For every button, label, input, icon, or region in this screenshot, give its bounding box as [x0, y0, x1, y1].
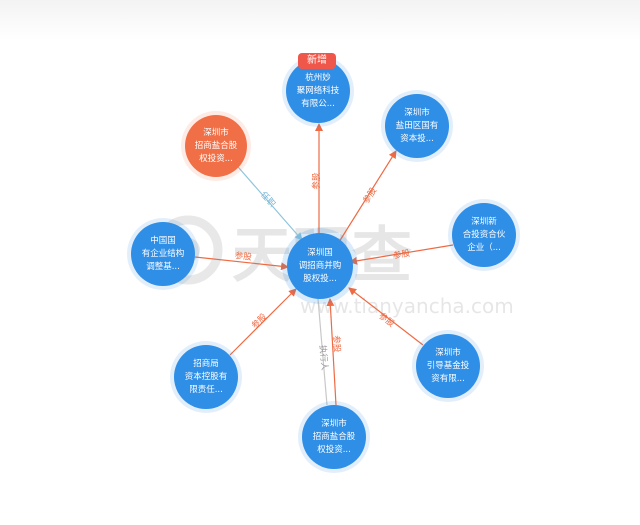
node-xinhehe-label: 深圳新 合投资合伙 企业（...	[462, 216, 506, 253]
node-zhaoshang-top[interactable]: 深圳市 招商盐合股 权投资...	[185, 115, 247, 177]
node-guoqi[interactable]: 中国国 有企业结构 调整基...	[131, 222, 195, 286]
node-xinhehe[interactable]: 深圳新 合投资合伙 企业（...	[452, 203, 516, 267]
node-yindao-label: 深圳市 引导基金投 资有限...	[426, 347, 470, 384]
edge-label-hangzhou: 参股	[311, 172, 322, 190]
node-center[interactable]: 深圳国 调招商并购 股权投...	[287, 233, 353, 299]
edge-xinhehe	[349, 244, 454, 265]
watermark-url: www.tianyancha.com	[300, 294, 514, 318]
edge-label-xinhehe: 参股	[392, 248, 411, 262]
edge-yindao	[348, 287, 424, 346]
node-zhaoshang-bottom[interactable]: 深圳市 招商盐合股 权投资...	[302, 405, 366, 469]
edge-yantian	[338, 150, 397, 243]
node-zhaoshang-top-label: 深圳市 招商盐合股 权投资...	[194, 127, 238, 164]
edge-guoqi	[194, 256, 289, 271]
node-center-label: 深圳国 调招商并购 股权投...	[298, 247, 342, 284]
node-yantian[interactable]: 深圳市 盐田区国有 资本投...	[385, 94, 449, 158]
node-zhaoshangju-label: 招商局 资本控股有 限责任...	[184, 358, 228, 395]
edge-label-zhaoshangju: 参股	[249, 311, 269, 331]
node-guoqi-label: 中国国 有企业结构 调整基...	[141, 235, 185, 272]
node-yindao[interactable]: 深圳市 引导基金投 资有限...	[416, 334, 480, 398]
node-yantian-label: 深圳市 盐田区国有 资本投...	[395, 107, 439, 144]
edge-zhaoshang-bottom-exec	[317, 298, 328, 406]
new-badge: 新增	[298, 53, 336, 69]
node-hangzhou-label: 杭州妙 聚网络科技 有限公...	[296, 72, 340, 109]
node-zhaoshang-bottom-label: 深圳市 招商盐合股 权投资...	[312, 418, 356, 455]
edge-zhaoshang-top	[231, 159, 303, 241]
edge-label-zhaoshang-bottom-invest: 参股	[331, 335, 343, 353]
edge-zhaoshangju	[229, 288, 297, 356]
node-hangzhou[interactable]: 杭州妙 聚网络科技 有限公...	[286, 59, 350, 123]
node-zhaoshangju[interactable]: 招商局 资本控股有 限责任...	[174, 345, 238, 409]
edge-label-yantian: 参股	[361, 185, 380, 206]
edge-label-zhaoshang-bottom-exec: 执行人	[317, 345, 330, 372]
edge-zhaoshang-bottom-invest	[326, 298, 337, 406]
edge-label-guoqi: 参股	[234, 250, 253, 263]
